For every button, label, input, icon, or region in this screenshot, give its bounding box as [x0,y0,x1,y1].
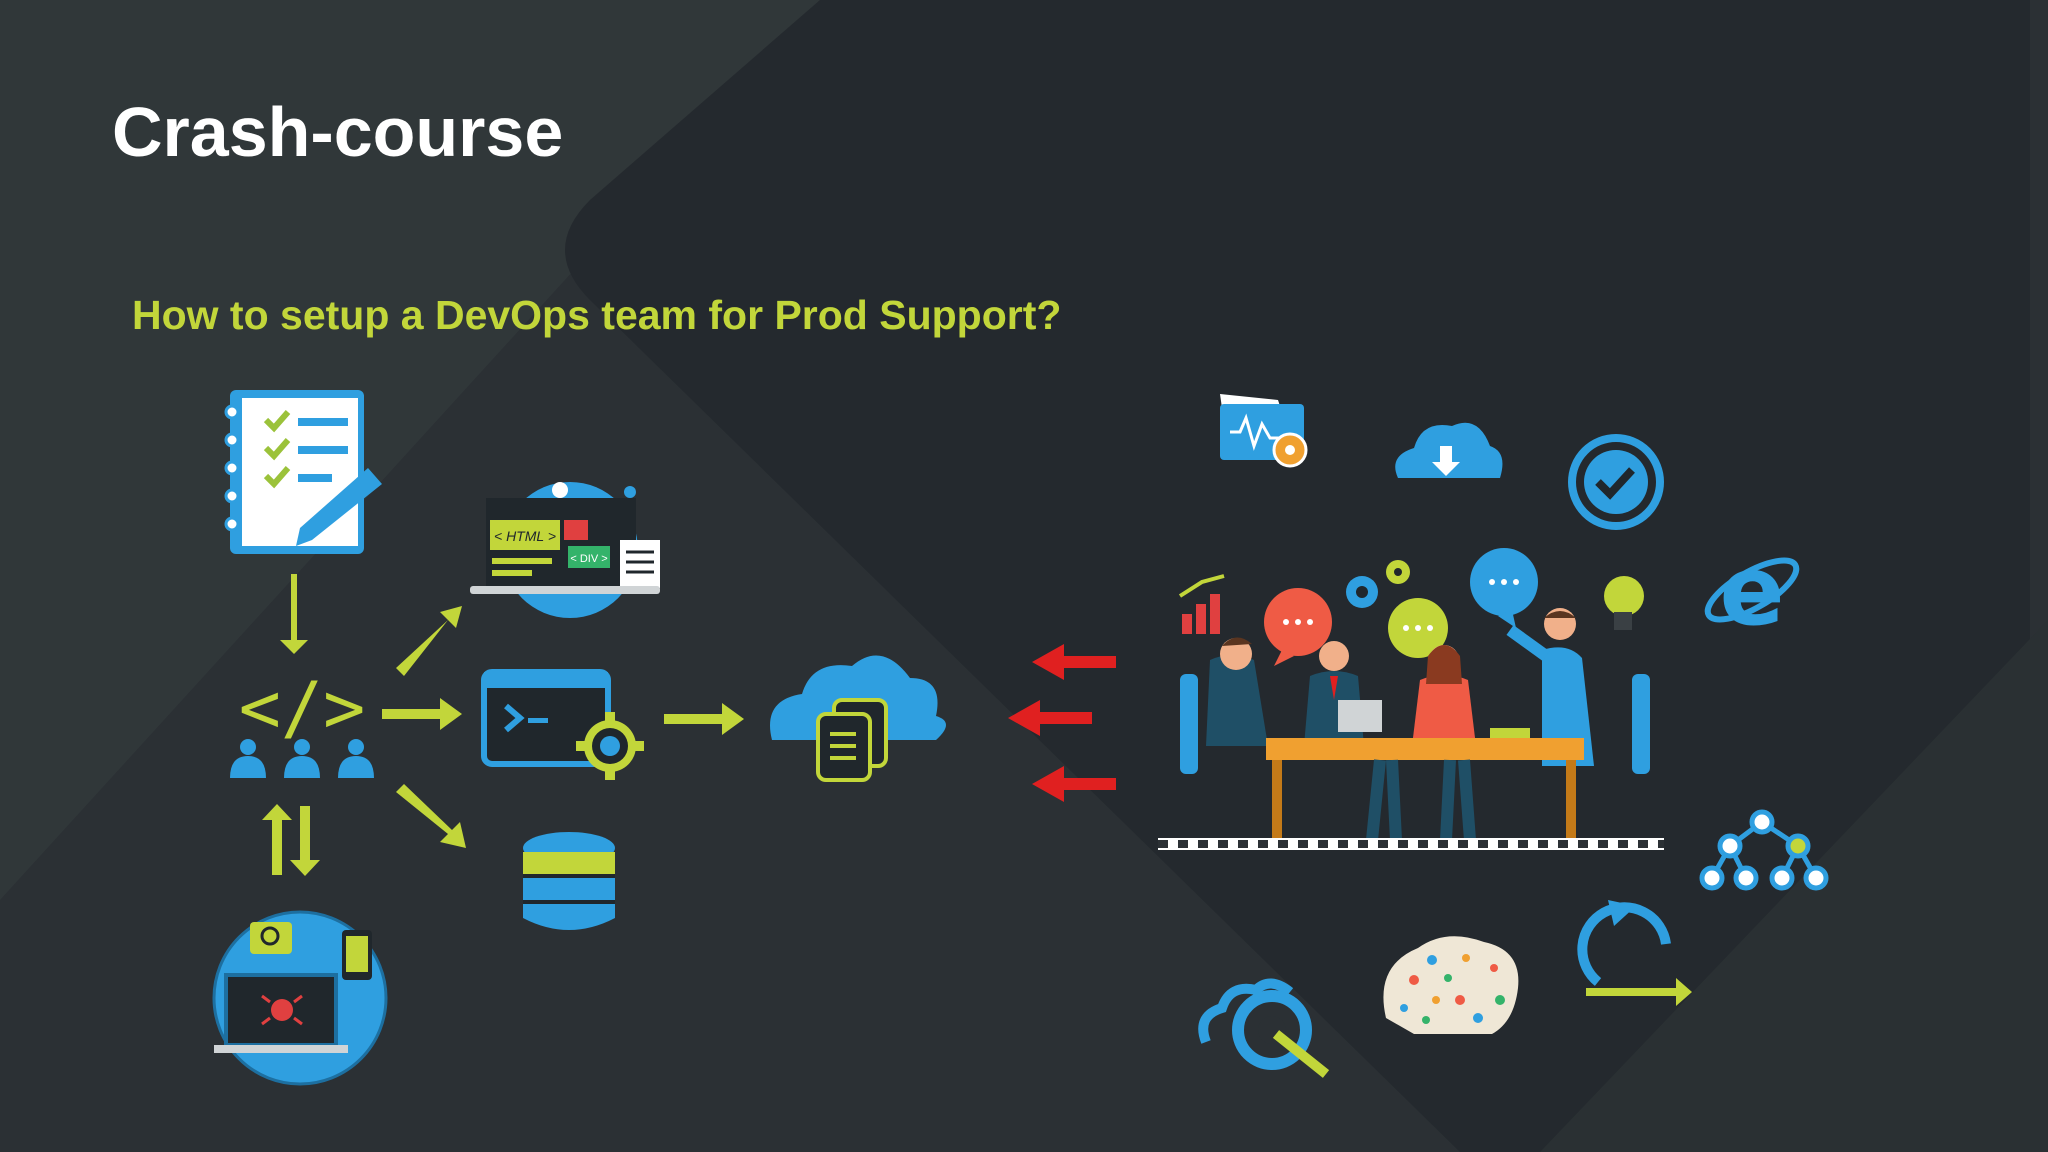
cycle-arrow-icon [1577,900,1692,1006]
check-circle-icon [1568,434,1664,530]
web-code-icon: < HTML > < DIV > [470,482,660,618]
database-icon [523,832,615,930]
gears-icon [1346,560,1410,608]
monitoring-folder-icon [1220,394,1308,468]
growth-chart-icon [1178,574,1225,634]
internet-explorer-icon: e [1704,535,1800,647]
div-tag-text: < DIV > [570,553,607,565]
chat-bubbles-icon [1264,548,1538,666]
cloud-tools-icon [1198,978,1330,1078]
slide-subtitle: How to setup a DevOps team for Prod Supp… [132,292,1062,338]
checklist-icon [224,390,382,554]
browser-e-glyph: e [1719,535,1784,647]
cloud-documents-icon [770,655,946,782]
slide-title: Crash-course [112,93,564,171]
brain-icon [1383,936,1519,1034]
hierarchy-icon [1699,809,1829,891]
flow-arrows [382,606,744,848]
terminal-settings-icon [481,669,644,780]
red-arrows [1008,644,1116,802]
code-tag-text: </> [239,667,365,749]
html-tag-text: < HTML > [494,528,556,544]
lightbulb-icon [1604,576,1644,630]
team-meeting-illustration [1158,608,1664,850]
bidirectional-arrows [262,804,320,876]
cloud-download-icon [1395,422,1503,478]
code-team-icon: </> [230,667,374,778]
arrow-down [280,574,308,654]
testing-laptop-icon [212,910,388,1086]
